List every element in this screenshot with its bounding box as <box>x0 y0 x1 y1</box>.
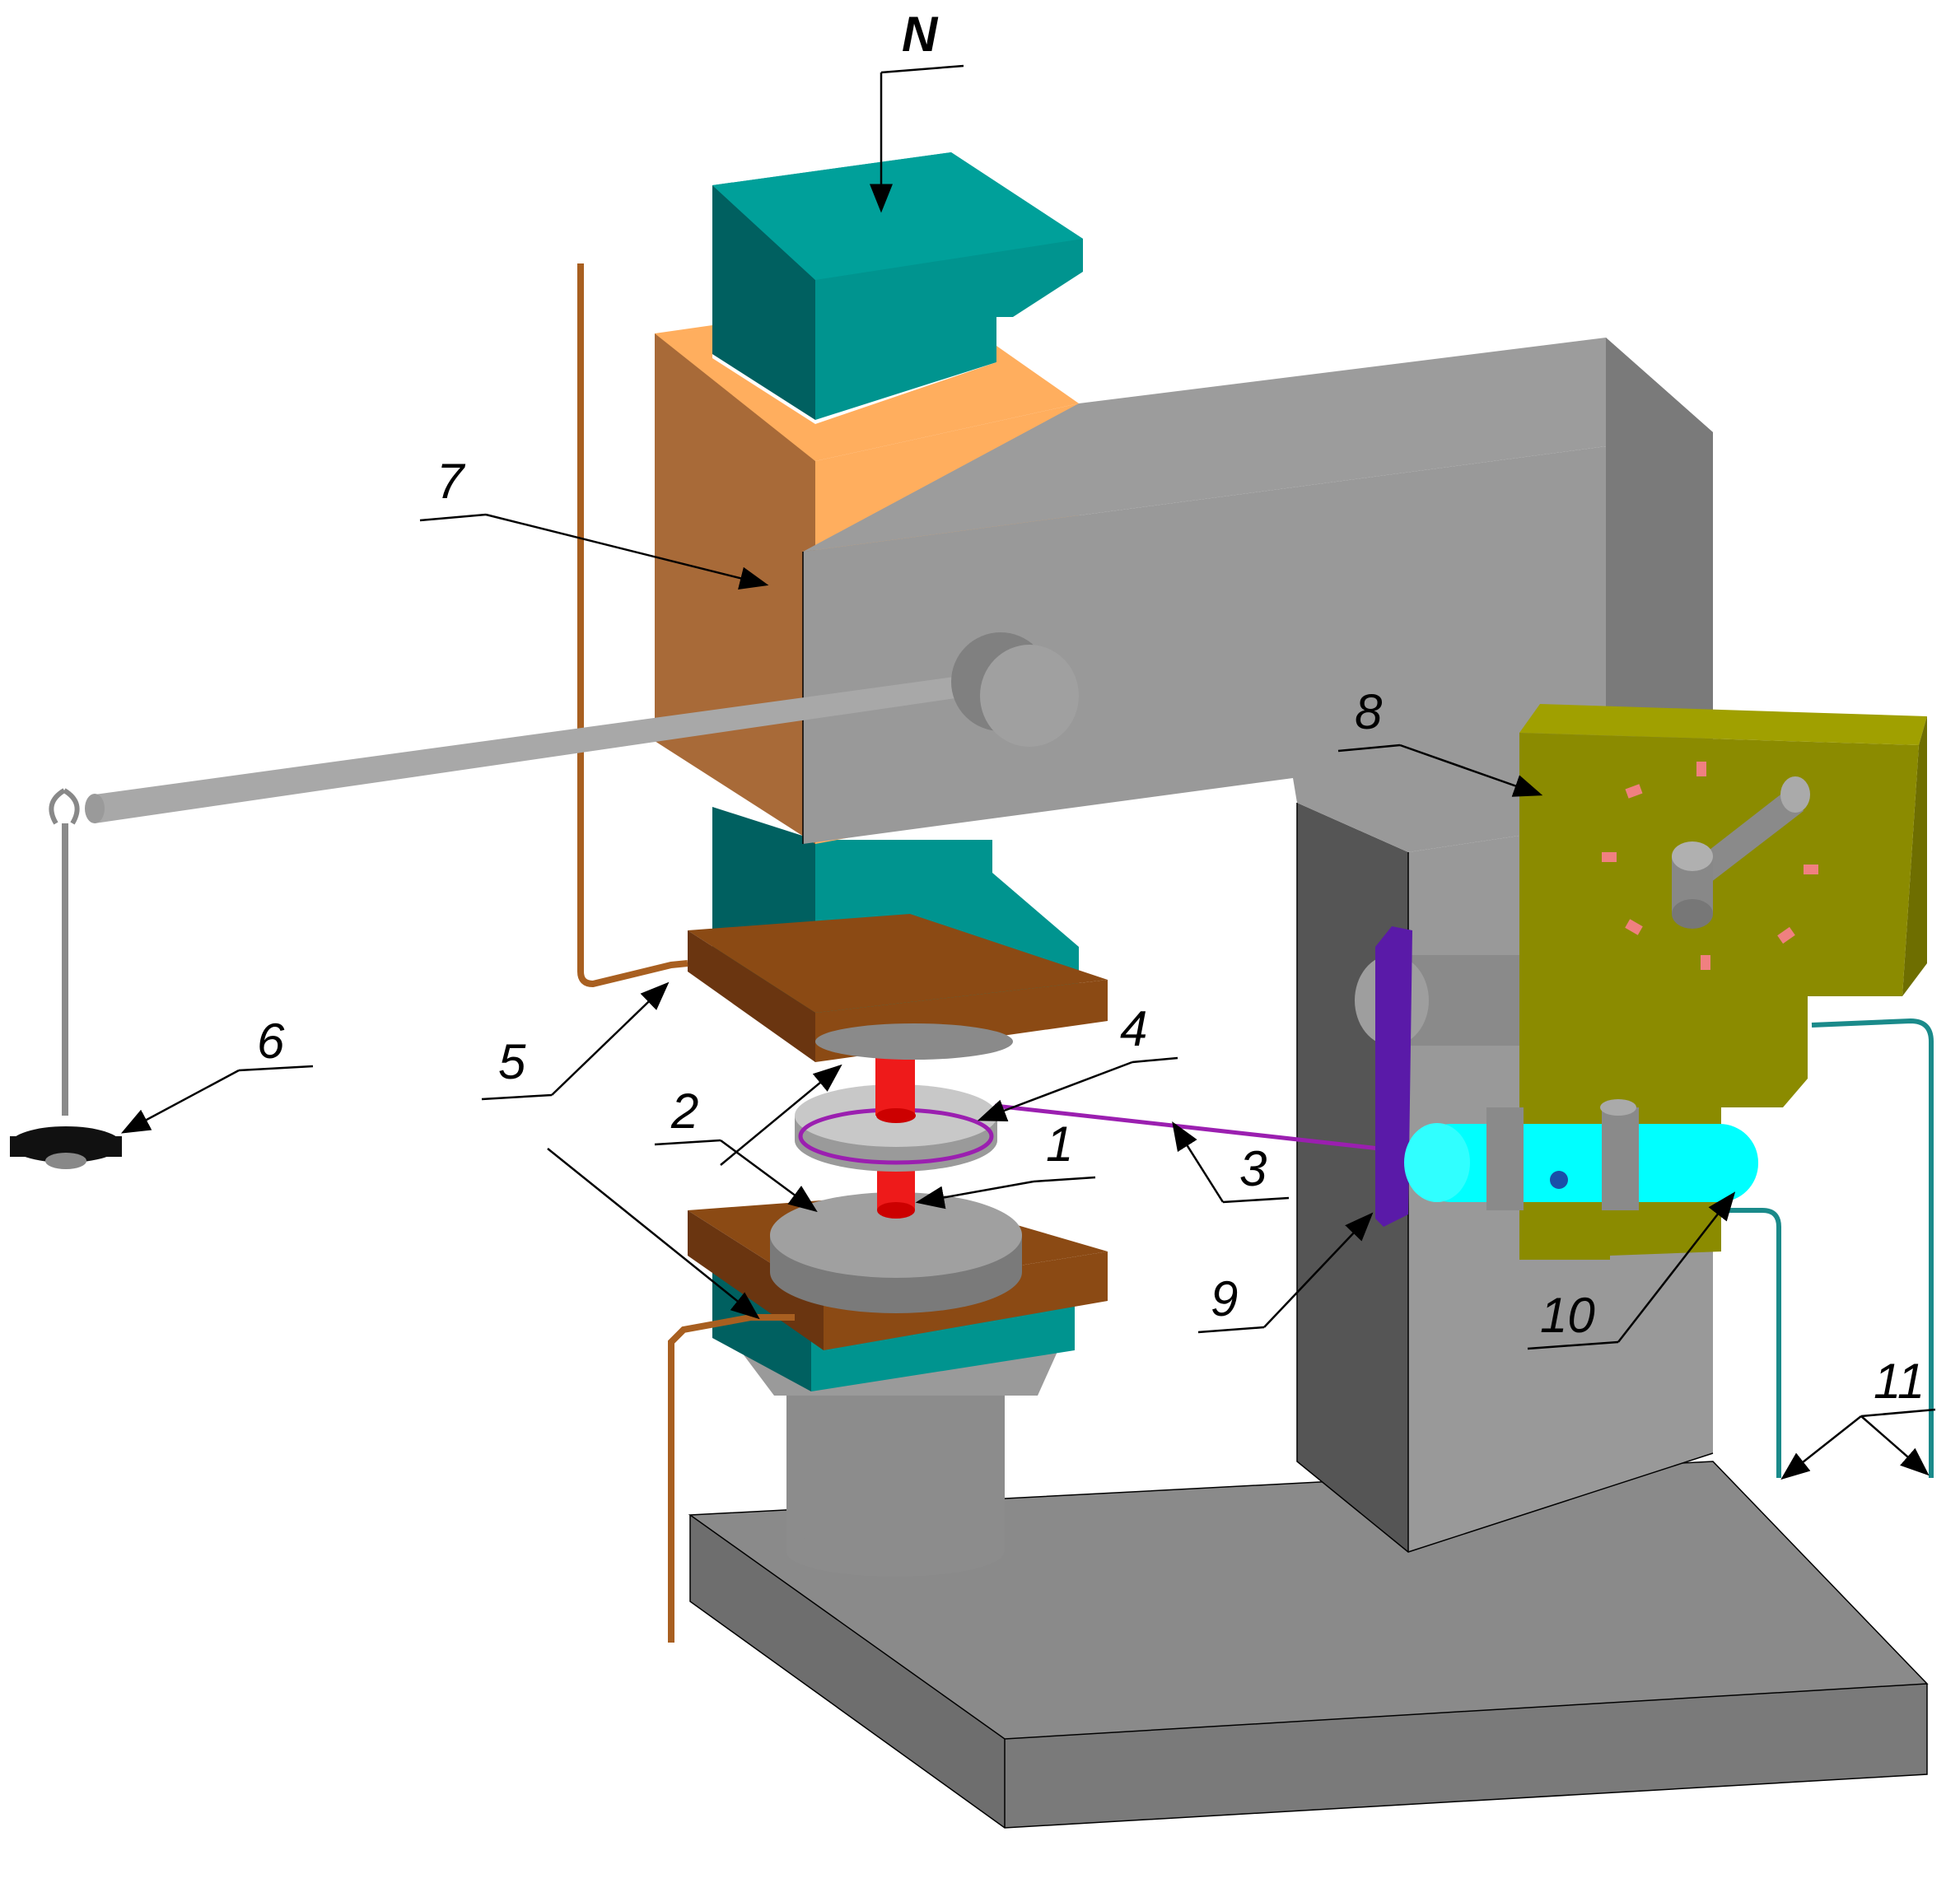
contact-clip <box>1375 926 1412 1227</box>
counter-hand <box>1672 776 1810 929</box>
indicator-lamp <box>1404 1099 1758 1210</box>
label-8: 8 <box>1355 684 1383 739</box>
lever-arm <box>85 671 1001 823</box>
counter-dial <box>1602 762 1818 970</box>
label-load: N <box>902 7 939 62</box>
label-11: 11 <box>1874 1354 1925 1409</box>
label-10: 10 <box>1540 1288 1595 1343</box>
leader-lines <box>120 64 1936 1480</box>
label-5: 5 <box>498 1034 526 1089</box>
load-block <box>712 152 1083 420</box>
lower-counterbody <box>770 1192 1022 1313</box>
label-1: 1 <box>1046 1116 1073 1172</box>
label-6: 6 <box>257 1014 285 1069</box>
label-3: 3 <box>1239 1141 1267 1196</box>
frame-arm <box>802 338 1713 852</box>
label-7: 7 <box>436 454 466 509</box>
upper-specimen <box>875 1058 916 1123</box>
upper-copper-wire <box>577 263 688 988</box>
label-2: 2 <box>670 1084 698 1139</box>
upper-copper-plate <box>688 914 1108 1062</box>
labels: N 7 8 6 5 4 2 1 3 9 10 11 <box>257 7 1925 1409</box>
pivot-knob <box>951 632 1079 747</box>
label-4: 4 <box>1120 1001 1147 1056</box>
lamp-wires <box>1721 1018 1934 1478</box>
label-9: 9 <box>1211 1271 1238 1326</box>
hanging-weight <box>10 788 122 1169</box>
